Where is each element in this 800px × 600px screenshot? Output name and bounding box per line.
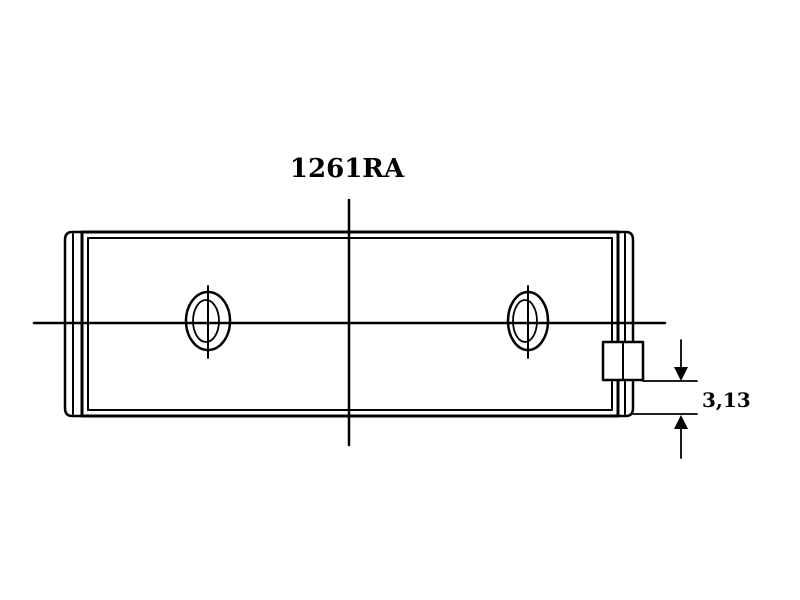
part-number-label: 1261RA	[290, 154, 405, 184]
oil-hole-left-inner	[192, 299, 220, 343]
dimension-arrowhead-up	[674, 415, 688, 429]
oil-hole-right-inner	[512, 299, 538, 343]
dimension-arrowhead-down	[674, 367, 688, 381]
dimension-value-label: 3,13	[702, 388, 751, 412]
